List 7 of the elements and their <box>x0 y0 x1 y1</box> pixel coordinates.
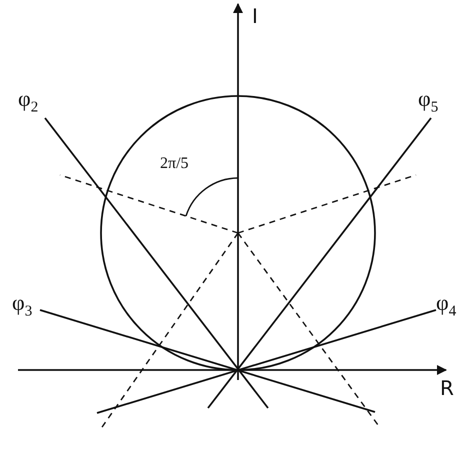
line-label: φ$_{3}$ <box>12 292 32 320</box>
axis-label: I <box>252 6 258 26</box>
angle-label: 2π/5 <box>160 156 189 172</box>
line-label: φ$_{4}$ <box>436 292 456 320</box>
line-label: φ$_{5}$ <box>418 88 438 116</box>
line-label: φ$_{2}$ <box>18 88 38 116</box>
axis-label: R <box>440 378 454 398</box>
